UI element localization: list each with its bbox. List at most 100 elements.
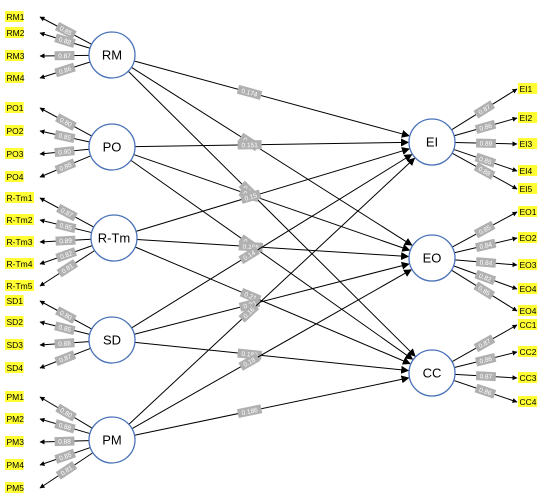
path-label-rtm-eo-text: 0.196 <box>242 243 259 251</box>
loading-label-r-tm2: 0.85 <box>55 219 77 233</box>
loading-label-pm2-bg <box>54 419 76 434</box>
indicator-rm3: RM3 <box>5 50 25 61</box>
indicator-po1: PO1 <box>5 102 24 113</box>
path-pm-to-cc <box>134 375 410 436</box>
loading-label-po4: 0.88 <box>54 158 77 175</box>
loading-label-cc4-text: 0.86 <box>478 387 493 398</box>
indicator-box <box>518 183 538 194</box>
loading-label-pm2-text: 0.88 <box>58 422 72 432</box>
path-rm-to-eo <box>131 66 413 246</box>
loading-label-ei4: 0.85 <box>474 152 497 168</box>
path-rtm-to-eo <box>136 238 410 261</box>
loading-label-po1: 0.80 <box>55 113 77 131</box>
construct-label: RM <box>102 48 122 63</box>
indicator-box <box>5 316 24 327</box>
indicator-box <box>518 232 538 243</box>
indicator-label: R-Tm3 <box>7 237 33 247</box>
loading-label-eo4-text: 0.82 <box>478 273 493 284</box>
loading-label-cc3-bg <box>475 371 497 382</box>
indicator-label: EO2 <box>520 233 537 243</box>
indicator-box <box>5 295 24 306</box>
indicator-label: PM2 <box>7 414 25 424</box>
indicator-r-tm3: R-Tm3 <box>5 236 34 247</box>
indicator-ei1: EI1 <box>518 83 538 94</box>
loading-label-pm2: 0.88 <box>54 419 76 434</box>
indicator-label: CC4 <box>520 397 537 407</box>
indicator-sd3: SD3 <box>5 339 24 350</box>
loading-label-cc2-bg <box>474 352 497 367</box>
path-po-to-cc <box>130 159 414 360</box>
indicator-box <box>518 319 538 330</box>
indicator-label: EO4 <box>520 284 537 294</box>
construct-circle <box>88 316 136 364</box>
indicator-box <box>518 206 538 217</box>
path-label-rm-ei-text: 0.174 <box>241 88 259 99</box>
indicator-label: EI1 <box>520 84 533 94</box>
path-rtm-to-cc <box>134 246 411 365</box>
indicator-box <box>5 436 24 447</box>
loading-label-rm3-bg <box>54 51 75 61</box>
indicator-pm2: PM2 <box>5 413 24 424</box>
path-label-rtm-cc-text: 0.21 <box>243 291 258 303</box>
indicator-label: EI2 <box>520 113 533 123</box>
loading-label-eo3-text: 0.84 <box>479 259 493 267</box>
loading-label-sd1: 0.80 <box>55 306 77 324</box>
loading-label-r-tm1: 0.87 <box>56 203 78 222</box>
loading-label-ei3-bg <box>475 138 496 149</box>
indicator-label: PO1 <box>7 103 24 113</box>
indicator-box <box>518 112 538 123</box>
indicator-box <box>5 192 34 203</box>
path-rm-to-ei <box>134 60 410 138</box>
indicator-label: SD3 <box>7 340 24 350</box>
indicator-ei4: EI4 <box>518 165 538 176</box>
indicator-pm1: PM1 <box>5 391 24 402</box>
indicator-label: EI5 <box>520 184 533 194</box>
indicator-po2: PO2 <box>5 125 24 136</box>
loading-label-ei2-bg <box>474 119 497 134</box>
indicator-label: SD4 <box>7 363 24 373</box>
loading-label-eo1: 0.85 <box>473 220 496 239</box>
indicator-rm2: RM2 <box>5 27 25 38</box>
indicator-box <box>5 258 34 269</box>
path-label-pm-eo-bg <box>238 353 261 371</box>
path-label-pm-cc-bg <box>236 404 263 419</box>
loading-label-rm3-text: 0.87 <box>58 53 71 60</box>
indicator-box <box>5 482 24 493</box>
indicator-box <box>5 125 24 136</box>
indicator-cc4: CC4 <box>518 396 538 407</box>
indicator-eo3: EO3 <box>518 259 538 270</box>
loading-label-rm4: 0.86 <box>54 62 76 78</box>
loading-label-sd2: 0.85 <box>54 321 76 335</box>
path-label-sd-cc-text: 0.185 <box>241 351 258 360</box>
path-label-pm-cc-text: 0.186 <box>241 407 259 417</box>
indicator-cc1: CC1 <box>518 319 538 330</box>
path-label-rtm-ei: 0.15 <box>239 189 262 204</box>
indicator-box <box>518 138 538 149</box>
indicator-eo1: EO1 <box>518 206 538 217</box>
indicator-label: PM4 <box>7 460 25 470</box>
path-po-to-eo <box>133 154 411 252</box>
indicator-box <box>5 27 24 38</box>
indicator-eo4: EO4 <box>518 305 538 316</box>
loading-label-rm2: 0.88 <box>54 33 76 48</box>
path-po-to-ei <box>134 138 410 148</box>
indicator-box <box>5 391 24 402</box>
construct-po: PO <box>88 123 136 171</box>
indicator-box <box>518 372 538 383</box>
loading-label-sd2-text: 0.85 <box>58 324 72 334</box>
indicator-r-tm2: R-Tm2 <box>5 214 34 225</box>
loading-label-sd1-bg <box>55 306 77 324</box>
loading-label-r-tm3-text: 0.89 <box>59 238 72 246</box>
loading-label-ei1-bg <box>473 100 496 119</box>
indicator-label: EO1 <box>520 207 537 217</box>
loading-label-po4-bg <box>54 158 77 175</box>
indicator-pm3: PM3 <box>5 436 24 447</box>
loading-label-eo2: 0.84 <box>475 238 497 253</box>
loading-label-eo4-bg <box>474 269 497 286</box>
loading-label-r-tm2-bg <box>55 219 77 233</box>
indicator-pm5: PM5 <box>5 482 24 493</box>
path-label-pm-cc: 0.186 <box>236 404 263 419</box>
loading-label-r-tm4-text: 0.82 <box>59 250 74 261</box>
loading-label-ei3: 0.89 <box>475 138 496 149</box>
loading-label-cc2-text: 0.86 <box>479 356 493 366</box>
